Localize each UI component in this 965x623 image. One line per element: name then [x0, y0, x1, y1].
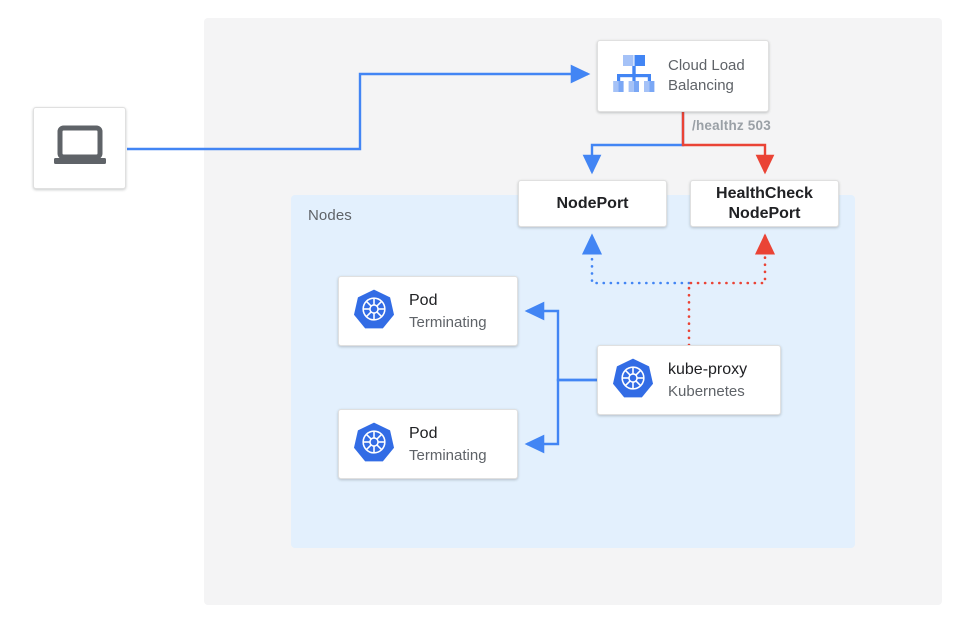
kubernetes-icon [353, 421, 395, 468]
pod-node-1[interactable]: Pod Terminating [338, 276, 518, 346]
cloud-load-balancing-line2: Balancing [668, 77, 734, 94]
pod-1-status: Terminating [409, 313, 487, 331]
cloud-load-balancing-node[interactable]: Cloud Load Balancing [597, 40, 769, 112]
kube-proxy-title: kube-proxy [668, 360, 748, 378]
kube-proxy-text: kube-proxy Kubernetes [668, 359, 747, 402]
laptop-icon [52, 124, 108, 173]
healthcheck-nodeport-line2: NodePort [728, 204, 801, 222]
edge-kubeproxy-to-nodeport [581, 233, 691, 285]
nodes-region-label: Nodes [308, 207, 352, 224]
pod-2-status: Terminating [409, 446, 487, 464]
pod-node-2[interactable]: Pod Terminating [338, 409, 518, 479]
nodeport-node[interactable]: NodePort [518, 180, 667, 227]
nodeport-label: NodePort [556, 194, 629, 212]
healthcheck-nodeport-line1: HealthCheck [716, 184, 813, 202]
pod-1-text: Pod Terminating [409, 290, 487, 333]
healthz-status-label: /healthz 503 [692, 118, 771, 133]
cloud-load-balancing-label: Cloud Load Balancing [668, 56, 745, 96]
edge-client-to-load-balancer [127, 64, 591, 151]
healthcheck-nodeport-node[interactable]: HealthCheck NodePort [690, 180, 839, 227]
client-node[interactable] [33, 107, 126, 189]
kube-proxy-node[interactable]: kube-proxy Kubernetes [597, 345, 781, 415]
pod-1-title: Pod [409, 291, 438, 309]
healthcheck-nodeport-label: HealthCheck NodePort [716, 184, 813, 224]
edge-kubeproxy-to-pods [524, 301, 597, 454]
cloud-load-balancing-line1: Cloud Load [668, 57, 745, 74]
kubernetes-icon [612, 357, 654, 404]
edge-load-balancer-to-healthcheck-nodeport [681, 112, 775, 175]
pod-2-text: Pod Terminating [409, 423, 487, 466]
kube-proxy-subtitle: Kubernetes [668, 382, 745, 400]
edge-kubeproxy-to-healthcheck-nodeport [687, 233, 776, 347]
edge-load-balancer-to-nodeport [582, 112, 685, 175]
kubernetes-icon [353, 288, 395, 335]
pod-2-title: Pod [409, 424, 438, 442]
cloud-load-balancing-icon [608, 49, 660, 104]
